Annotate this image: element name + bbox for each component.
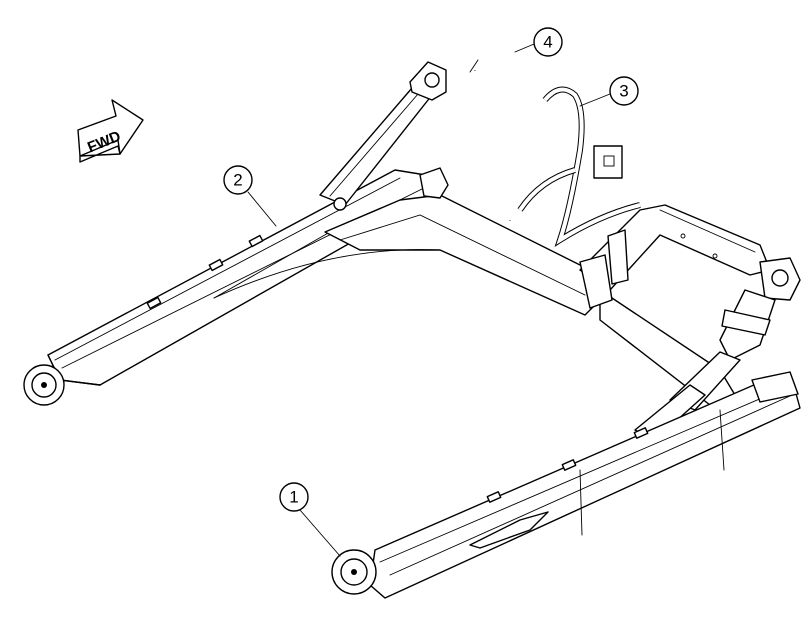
lower-angled-strut	[634, 351, 741, 441]
callout-1: 1	[279, 482, 341, 557]
left-sprocket-hub	[23, 364, 65, 406]
callout-2: 2	[223, 165, 277, 227]
wire-harness-4	[469, 38, 520, 221]
left-front-arm	[47, 169, 441, 386]
callout-1-number: 1	[289, 488, 298, 507]
forward-direction-arrow: FWD	[77, 99, 144, 163]
right-upper-mount	[719, 257, 801, 361]
callout-4: 4	[514, 27, 563, 57]
callout-3-number: 3	[619, 82, 628, 101]
callout-4-number: 4	[543, 33, 552, 52]
upper-diagonal-brace	[319, 61, 447, 211]
lower-right-arm	[369, 371, 801, 599]
callout-2-number: 2	[233, 171, 242, 190]
wire-harness-3	[517, 86, 641, 247]
callout-3: 3	[579, 76, 639, 107]
right-sprocket-hub	[331, 549, 377, 595]
